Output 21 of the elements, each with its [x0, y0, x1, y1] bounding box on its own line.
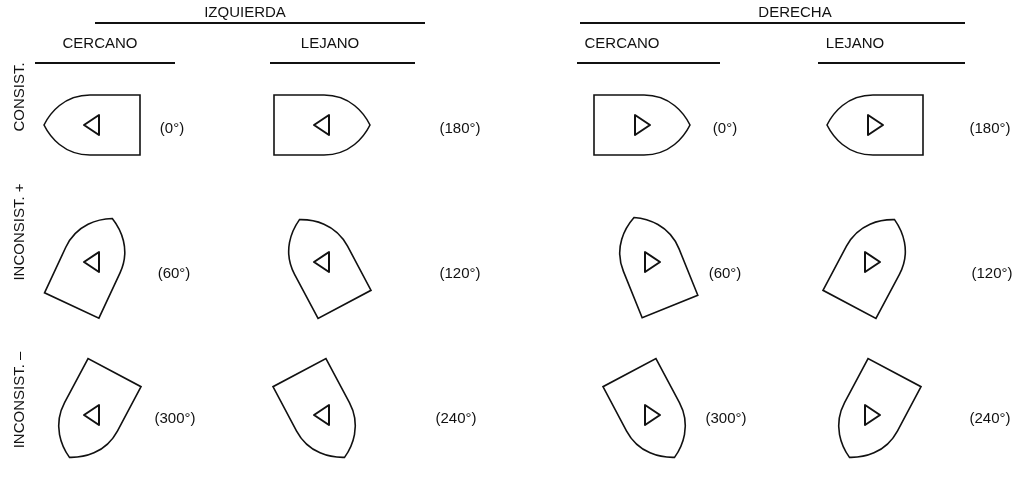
- row-header: INCONSIST. +: [10, 183, 26, 281]
- angle-label: (180°): [969, 119, 1011, 135]
- column-header: LEJANO: [825, 34, 885, 50]
- row-header: INCONSIST. –: [10, 351, 26, 449]
- row-header: CONSIST.: [10, 62, 26, 132]
- column-header: CERCANO: [62, 34, 138, 50]
- angle-label: (240°): [435, 409, 477, 425]
- angle-label: (180°): [439, 119, 481, 135]
- angle-label: (0°): [159, 119, 185, 135]
- angle-label: (300°): [705, 409, 747, 425]
- angle-label: (60°): [157, 264, 191, 280]
- column-header: LEJANO: [300, 34, 360, 50]
- angle-label: (0°): [712, 119, 738, 135]
- angle-label: (60°): [708, 264, 742, 280]
- column-header: DERECHA: [758, 3, 832, 19]
- column-header: CERCANO: [584, 34, 660, 50]
- angle-label: (240°): [969, 409, 1011, 425]
- angle-label: (120°): [439, 264, 481, 280]
- angle-label: (120°): [971, 264, 1013, 280]
- column-header: IZQUIERDA: [204, 3, 286, 19]
- angle-label: (300°): [154, 409, 196, 425]
